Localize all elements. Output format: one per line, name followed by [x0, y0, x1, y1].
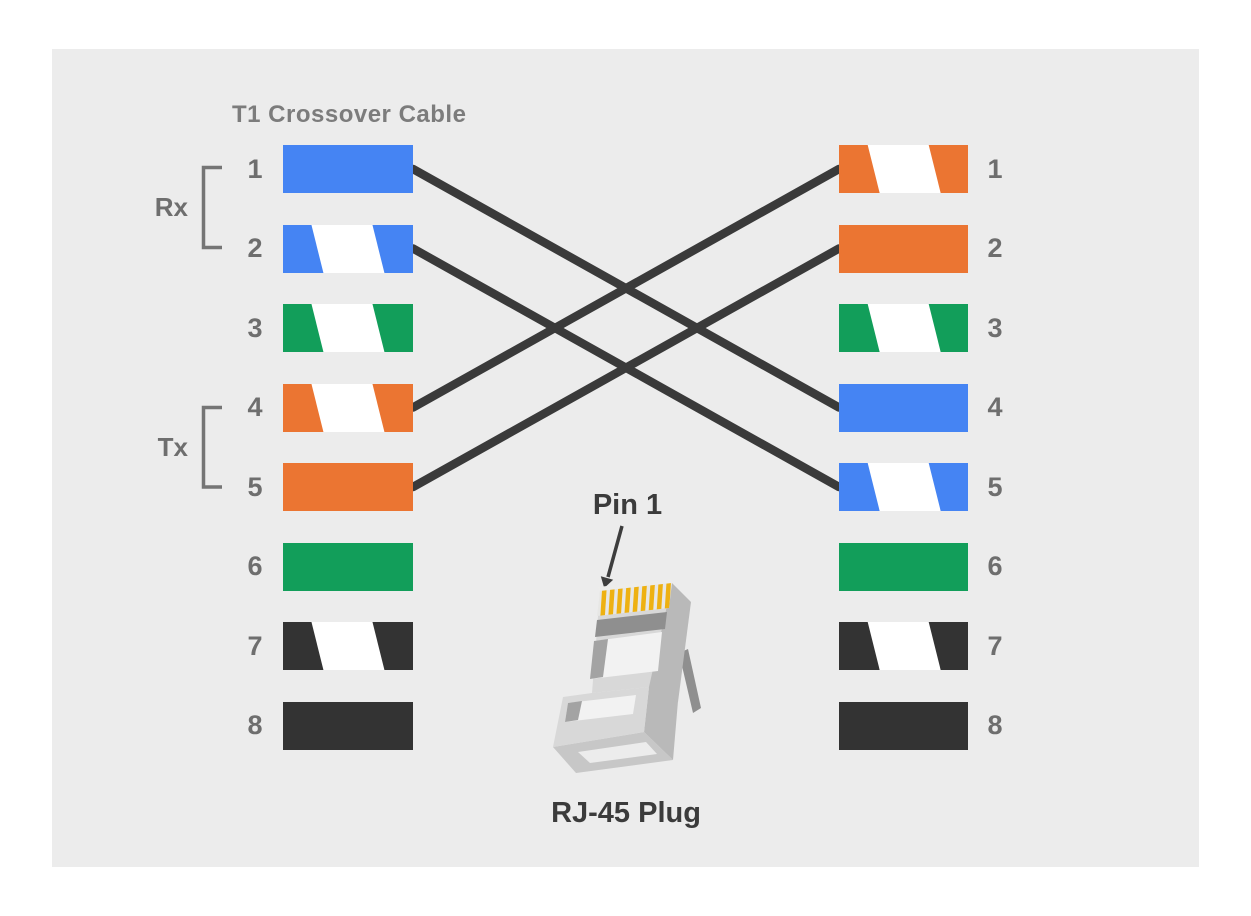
left-pin-row-6: 6 — [0, 542, 1251, 591]
rj45-plug-illustration — [553, 579, 701, 773]
left-pin-row-3: 3 — [0, 304, 1251, 352]
wire-swatch — [283, 304, 413, 352]
wire-stripe — [865, 622, 942, 670]
pin-number-label: 4 — [247, 392, 263, 422]
wire-swatch — [283, 383, 413, 432]
wire-swatch — [839, 463, 968, 511]
left-pin-row-2: 2 — [0, 224, 1251, 273]
left-pin-row-1: 1 — [0, 145, 1251, 193]
right-pin-row-4: 4 — [0, 383, 1251, 432]
wire-swatch — [283, 463, 413, 511]
left-pin-row-5: 5 — [0, 463, 1251, 511]
wire-swatch — [839, 224, 968, 273]
pin-number-label: 6 — [247, 551, 263, 581]
wire-swatch — [839, 622, 968, 670]
wire-swatch — [283, 542, 413, 591]
right-pin-row-7: 7 — [0, 622, 1251, 670]
right-pin-row-5: 5 — [0, 463, 1251, 511]
pin-number-label: 2 — [247, 233, 263, 263]
wire-stripe — [865, 304, 942, 352]
wire-stripe — [865, 463, 942, 511]
right-pin-row-3: 3 — [0, 304, 1251, 352]
pin-number-label: 8 — [247, 710, 263, 740]
pin-number-label: 6 — [987, 551, 1003, 581]
plug-caption: RJ-45 Plug — [551, 796, 701, 829]
wire-swatch — [839, 145, 968, 193]
wire-swatch — [839, 304, 968, 352]
left-pin-row-8: 8 — [0, 701, 1251, 750]
left-pin-row-7: 7 — [0, 622, 1251, 670]
rx-pair-label: Rx — [154, 192, 188, 222]
wire-stripe — [865, 145, 942, 193]
pin-number-label: 4 — [987, 392, 1003, 422]
wire-swatch — [283, 224, 413, 273]
pin-number-label: 2 — [987, 233, 1003, 263]
right-pin-row-8: 8 — [0, 701, 1251, 750]
wire-swatch — [283, 701, 413, 750]
pin-number-label: 1 — [987, 153, 1003, 184]
wire-swatch — [839, 542, 968, 591]
pin1-label: Pin 1 — [592, 488, 663, 521]
wire-swatch — [839, 383, 968, 432]
pin-number-label: 1 — [247, 153, 263, 184]
right-pin-row-1: 1 — [0, 145, 1251, 193]
wire-swatch — [839, 701, 968, 750]
right-pin-row-6: 6 — [0, 542, 1251, 591]
pin-number-label: 3 — [987, 312, 1003, 343]
diagram-title: T1 Crossover Cable — [232, 101, 467, 128]
plug-clip-prong — [679, 649, 701, 713]
pin-number-label: 7 — [247, 630, 263, 661]
pin-number-label: 8 — [987, 710, 1003, 740]
left-pin-row-4: 4 — [0, 383, 1251, 432]
wire-swatch — [283, 622, 413, 670]
pin-number-label: 3 — [247, 312, 263, 343]
plug-windows — [565, 612, 667, 722]
right-pin-row-2: 2 — [0, 224, 1251, 273]
wire-swatch — [283, 145, 413, 193]
tx-pair-label: Tx — [157, 432, 188, 462]
pin-number-label: 5 — [987, 471, 1003, 502]
pin-number-label: 5 — [247, 471, 263, 502]
pin-number-label: 7 — [987, 630, 1003, 661]
